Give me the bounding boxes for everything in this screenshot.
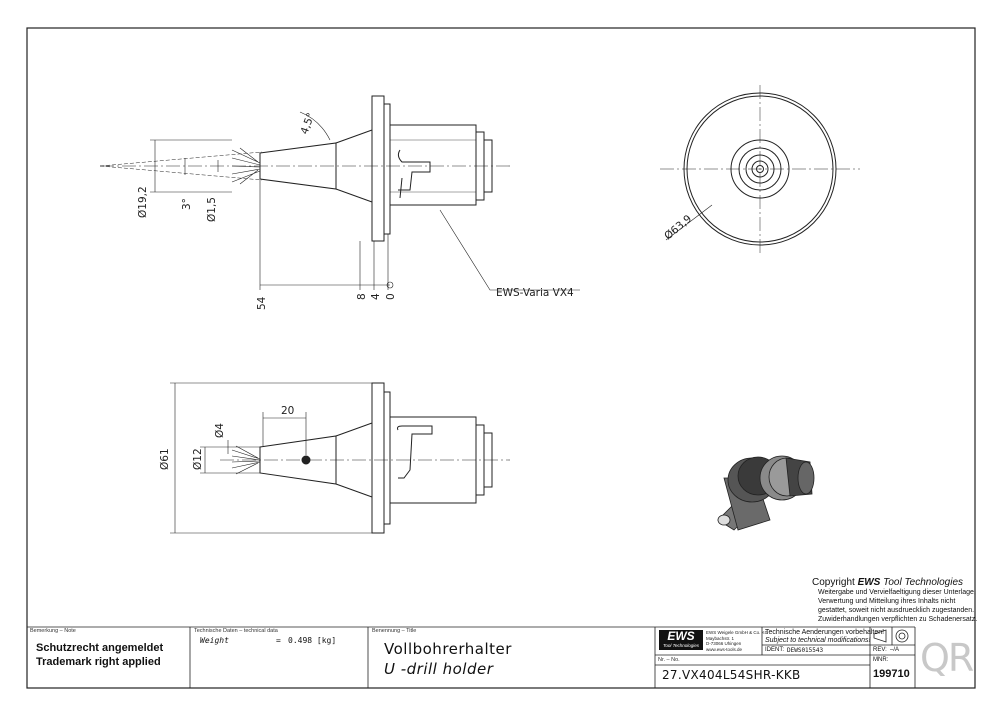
projection-symbol-icon — [873, 629, 909, 643]
copyright-line: Verwertung und Mitteilung ihres Inhalts … — [818, 598, 956, 605]
notice-en: Subject to technical modifications! — [765, 637, 871, 644]
dim-len-8: 8 — [356, 293, 368, 300]
rev-label: REV: — [873, 647, 887, 653]
weight-label: Weight — [200, 636, 229, 645]
copyright-title: Copyright EWS Tool Technologies — [812, 577, 972, 588]
note-line1: Schutzrecht angemeldet — [36, 642, 164, 654]
ews-logo-text: EWS — [667, 629, 695, 643]
ews-logo-box — [659, 630, 703, 650]
tech-data-label: Technische Daten – technical data — [194, 628, 278, 634]
copyright-line: gestattet, soweit nicht ausdruecklich zu… — [818, 607, 975, 614]
title-de: Vollbohrerhalter — [384, 640, 512, 658]
company-line: Maybachstr. 1 — [706, 635, 735, 641]
copyright-block: Copyright EWS Tool Technologies Weiterga… — [812, 577, 978, 624]
ident-label: IDENT: — [765, 647, 785, 653]
dim-dia-1-5: Ø1,5 — [206, 197, 218, 222]
dim-angle-top: 4,5° — [299, 111, 318, 136]
dim-dia-63-9: Ø63,9 — [662, 213, 694, 243]
dim-len-0: 0 — [385, 293, 397, 300]
side-view-bottom — [220, 382, 510, 534]
part-number: 27.VX404L54SHR-KKB — [662, 668, 801, 682]
ews-logo: EWS Tool Technologies — [659, 630, 703, 650]
dimensions-view1 — [150, 111, 580, 291]
copyright-line: Weitergabe und Vervielfaeltigung dieser … — [818, 589, 976, 596]
mnr-value: 199710 — [873, 668, 910, 680]
dim-dia-4: Ø4 — [214, 423, 226, 438]
weight-value: 0.498 [kg] — [288, 636, 337, 645]
dim-len-54: 54 — [256, 296, 268, 310]
dim-dia-61: Ø61 — [159, 448, 171, 470]
title-block-lines — [27, 626, 916, 688]
copyright-brand-rest: Tool Technologies — [880, 577, 964, 588]
notice-de: Technische Aenderungen vorbehalten! — [765, 629, 885, 636]
note-line2: Trademark right applied — [36, 656, 161, 668]
rev-value: –/A — [890, 647, 900, 653]
copyright-prefix: Copyright — [812, 577, 858, 588]
front-view — [660, 85, 860, 255]
copyright-brand: EWS — [857, 577, 881, 588]
company-line: D-73066 Uhingen — [706, 641, 742, 646]
dim-len-4: 4 — [370, 293, 382, 300]
note-label: Bemerkung – Note — [30, 628, 76, 634]
mnr-label: MNR: — [873, 657, 889, 663]
dim-len-20: 20 — [281, 405, 294, 417]
dim-dia-19-2: Ø19,2 — [137, 186, 149, 218]
nr-label: Nr. – No. — [658, 657, 680, 663]
company-line: EWS Weigele GmbH & Co. KG — [706, 630, 769, 635]
dimensions-view3 — [170, 382, 372, 534]
dim-angle-3: 3° — [181, 198, 193, 210]
company-line: www.ews-tools.de — [706, 646, 743, 652]
weight-eq: = — [276, 636, 281, 645]
dim-dia-12: Ø12 — [192, 448, 204, 470]
sheet-border — [26, 27, 976, 689]
ident-value: DEWS015543 — [787, 647, 824, 654]
callout-ews-varia: EWS-Varia VX4 — [496, 287, 574, 299]
copyright-line: Zuwiderhandlungen verpflichten zu Schade… — [818, 616, 978, 623]
title-label: Benennung – Title — [372, 628, 417, 634]
title-en: U -drill holder — [384, 660, 494, 678]
qr-placeholder: QR — [920, 636, 974, 680]
side-view-top — [99, 95, 510, 242]
ews-logo-sub: Tool Technologies — [663, 643, 699, 648]
company-address: EWS Weigele GmbH & Co. KG Maybachstr. 1 … — [706, 630, 768, 652]
isometric-view — [717, 455, 815, 531]
